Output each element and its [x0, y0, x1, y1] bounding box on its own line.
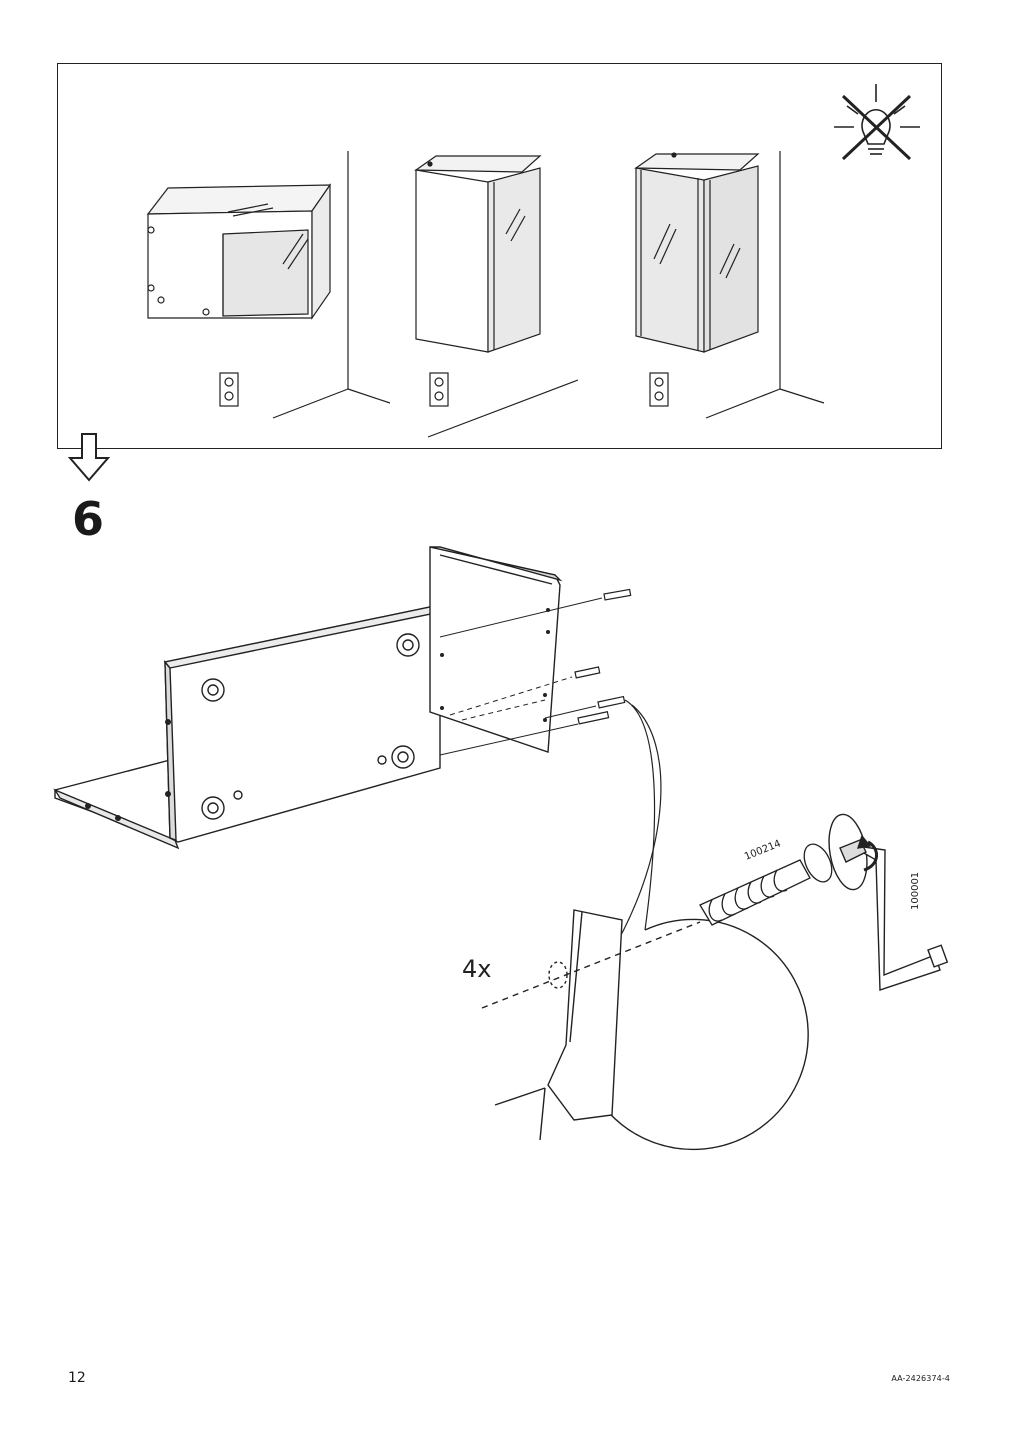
cabinet-horizontal [146, 183, 332, 320]
down-arrow-icon [67, 433, 111, 482]
screw-part-number: 100214 [743, 838, 783, 863]
power-outlet-icon [219, 372, 239, 407]
page-number: 12 [68, 1370, 86, 1386]
key-part-number: 100001 [910, 872, 921, 910]
power-outlet-icon [649, 372, 669, 407]
no-light-bulb-icon [834, 84, 920, 161]
power-outlet-icon [429, 372, 449, 407]
cabinet-vertical-1 [414, 155, 542, 353]
placement-illustration [146, 84, 920, 438]
placement-panel [57, 63, 942, 449]
assembly-illustration: 100214 100001 4x [53, 546, 949, 1151]
document-code: AA-2426374-4 [891, 1374, 950, 1383]
cabinet-vertical-2 [634, 152, 760, 353]
step-number: 6 [72, 492, 105, 546]
quantity-label: 4x [462, 955, 491, 983]
